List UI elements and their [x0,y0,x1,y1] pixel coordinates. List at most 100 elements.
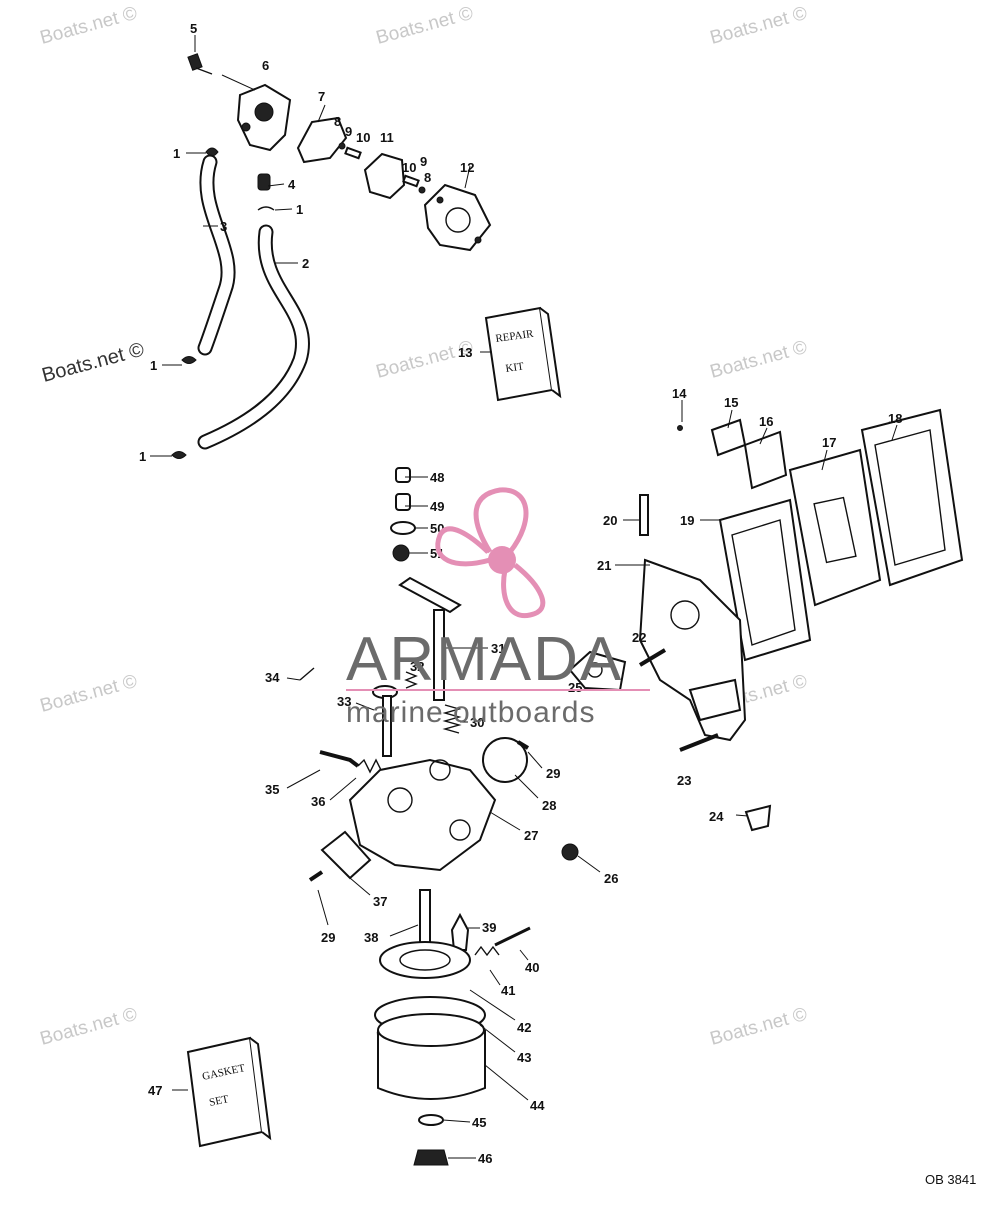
part-21-intake-manifold [638,558,747,742]
part-31-throttle-shaft [398,576,462,701]
part-37-plate [320,830,372,880]
watermark-text: Boats.net © [708,3,810,49]
callout-19: 19 [680,513,694,528]
part-39-needle [450,912,470,951]
callout-2: 2 [302,256,309,271]
watermark-text: Boats.net © [38,3,140,49]
callout-45: 45 [472,1115,486,1130]
callout-18: 18 [888,411,902,426]
callout-9a: 9 [345,124,352,139]
callout-27: 27 [524,828,538,843]
callout-1d: 1 [139,449,146,464]
watermark-text: Boats.net © [38,671,140,717]
watermark-text-dark: Boats.net © [40,338,147,386]
callout-35: 35 [265,782,279,797]
part-1-clamp-3 [181,356,197,364]
watermark-text: Boats.net © [708,1004,810,1050]
part-35-screw [319,750,360,768]
callout-3: 3 [220,219,227,234]
callout-28: 28 [542,798,556,813]
watermark-text: Boats.net © [374,3,476,49]
part-29-screw [516,740,530,750]
callout-42: 42 [517,1020,531,1035]
part-51-nut [392,544,410,562]
part-47-gasket-set: GASKET SET [186,1036,272,1148]
part-50-washer [390,521,416,535]
part-22-stud [638,648,667,667]
drawing-number: OB 3841 [925,1172,976,1187]
callout-21: 21 [597,558,611,573]
part-46-bowl-nut [413,1149,449,1166]
part-6-pump-body [236,83,292,152]
callout-33: 33 [337,694,351,709]
callout-1b: 1 [296,202,303,217]
part-13-repair-kit: REPAIR KIT [484,306,562,402]
part-7-gasket [296,116,348,164]
part-1-clamp-2 [257,206,275,211]
callout-20: 20 [603,513,617,528]
part-10-valve [402,174,420,188]
callout-17: 17 [822,435,836,450]
brand-tagline: marine outboards [346,696,595,729]
callout-26: 26 [604,871,618,886]
part-8-rivet [338,142,346,150]
callout-14: 14 [672,386,687,401]
callout-29a: 29 [546,766,560,781]
callout-8a: 8 [334,114,341,129]
callout-1c: 1 [150,358,157,373]
callout-10a: 10 [356,130,370,145]
part-5-screw [187,53,213,75]
part-25-gasket [568,650,627,692]
callout-34: 34 [265,670,280,685]
leader-lines [150,35,898,1159]
callout-1a: 1 [173,146,180,161]
part-29-screw-2 [308,870,324,882]
callout-48: 48 [430,470,444,485]
part-20-dowel [639,494,649,536]
callout-37: 37 [373,894,387,909]
part-12-pump-cover [423,183,492,252]
part-11-diaphragm [363,152,406,200]
part-30-spring [442,704,462,734]
part-14-screw [677,425,683,431]
callout-6: 6 [262,58,269,73]
reed-intake-group [638,408,964,832]
part-41-spring [474,945,500,957]
part-38-nozzle [419,889,431,949]
callout-22: 22 [632,630,646,645]
callout-16: 16 [759,414,773,429]
callout-49: 49 [430,499,444,514]
part-24-plug [744,804,772,832]
callout-24: 24 [709,809,724,824]
propeller-logo [435,487,546,619]
callout-36: 36 [311,794,325,809]
callout-47: 47 [148,1083,162,1098]
callout-9b: 9 [420,154,427,169]
part-36-spring [357,758,383,774]
callout-43: 43 [517,1050,531,1065]
callout-4: 4 [288,177,296,192]
repair-kit-label-1: REPAIR [495,328,535,345]
part-17-reed-plate [788,448,882,607]
callout-41: 41 [501,983,515,998]
part-28-plate [482,737,528,783]
callout-15: 15 [724,395,738,410]
callout-29b: 29 [321,930,335,945]
part-45-washer [418,1114,444,1126]
propeller-hub [488,546,516,574]
callout-10b: 10 [402,160,416,175]
part-32-spring [404,671,418,689]
part-16-reed [743,430,788,490]
callout-23: 23 [677,773,691,788]
part-44-float-bowl [377,1013,486,1100]
part-49-bushing [395,493,411,511]
part-26-nut [561,843,579,861]
callout-25: 25 [568,680,582,695]
callout-numbers: 5 6 7 8 9 10 11 10 9 8 12 1 4 1 3 2 1 1 … [139,21,902,1166]
part-23-screw [679,733,719,752]
callout-38: 38 [364,930,378,945]
part-9-valve [344,146,362,160]
callout-44: 44 [530,1098,545,1113]
part-48-cap [395,467,411,483]
